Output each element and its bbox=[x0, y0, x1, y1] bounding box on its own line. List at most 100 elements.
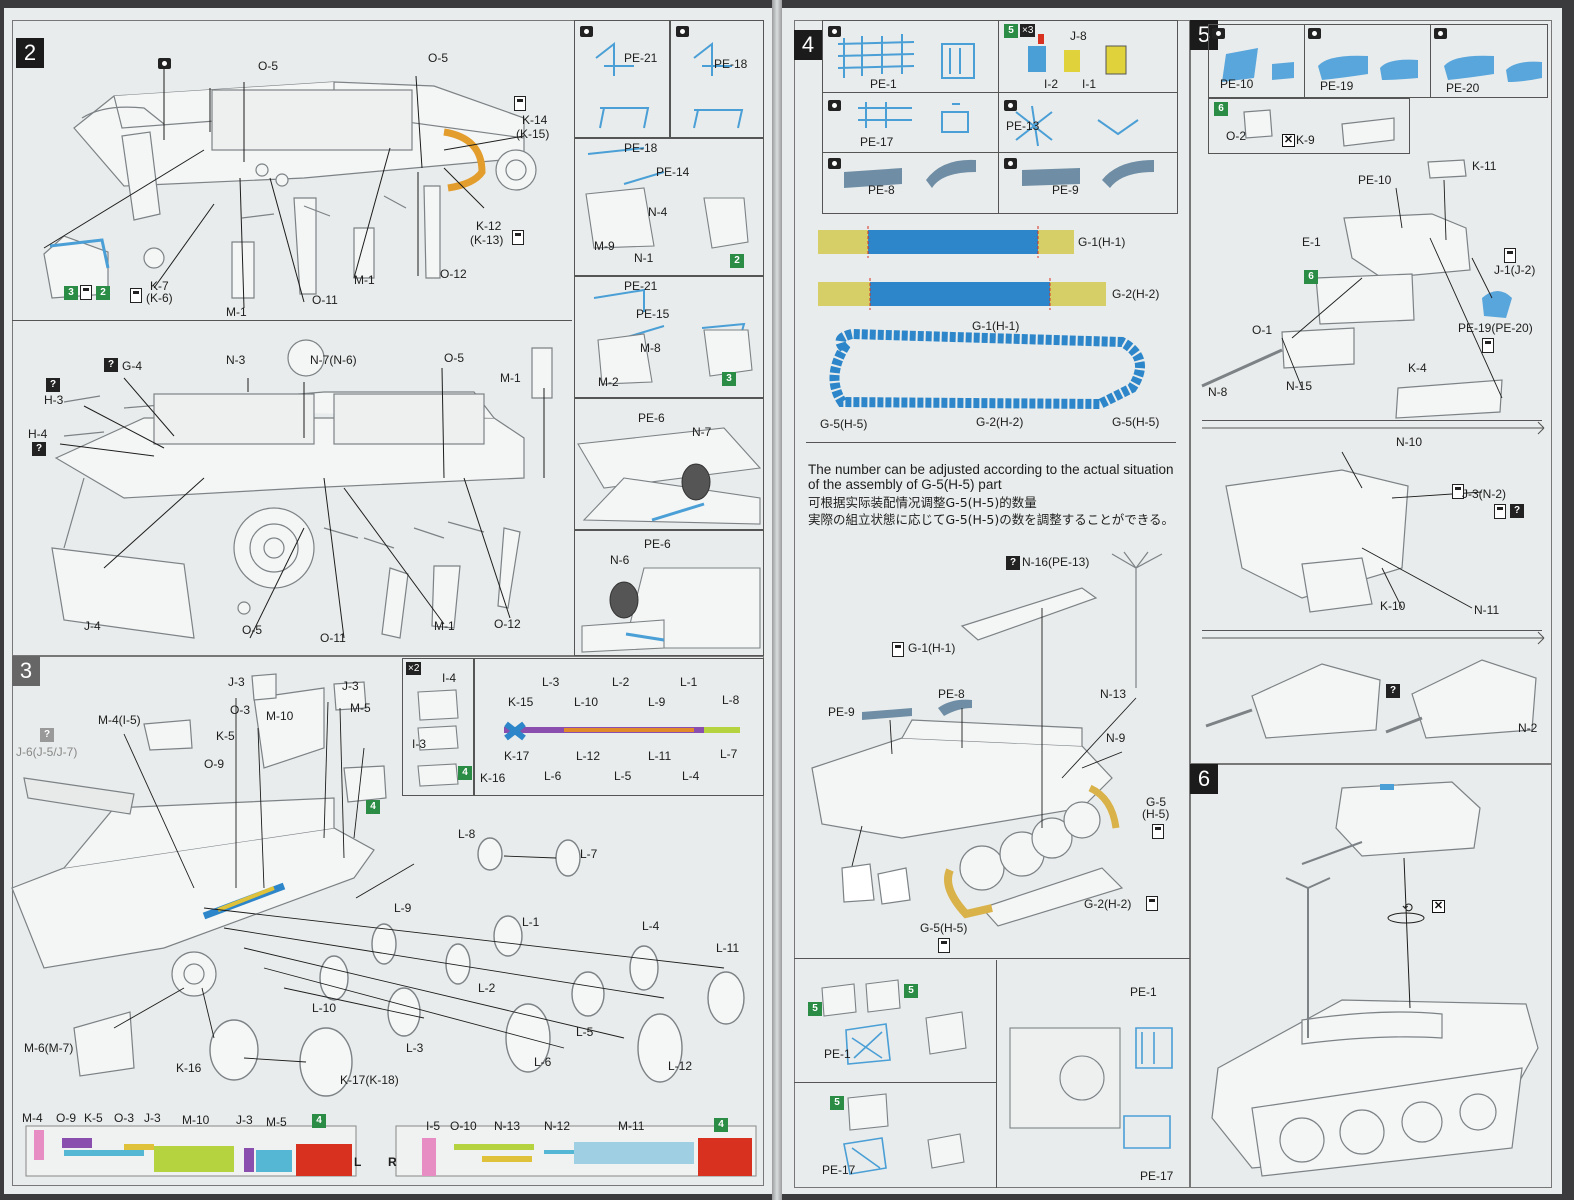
wheel-l8: L-8 bbox=[722, 693, 740, 707]
step-3-hull bbox=[11, 673, 387, 1077]
step5-sub-badge-6: 6 bbox=[1214, 102, 1228, 116]
sub-badge-5-a: 5 bbox=[808, 1002, 822, 1016]
bar-l-o9: O-9 bbox=[56, 1111, 77, 1125]
step5-pe10b: PE-10 bbox=[1358, 173, 1392, 187]
loop-g1: G-1(H-1) bbox=[972, 319, 1020, 333]
sprue-icon bbox=[130, 288, 142, 303]
step-3-number: 3 bbox=[12, 656, 40, 686]
pe-grid-mesh bbox=[844, 159, 1154, 188]
step-3-axle-lines bbox=[113, 698, 725, 1063]
step-6-lines bbox=[1285, 841, 1363, 1038]
step-2-badge-3: 3 bbox=[64, 286, 78, 300]
label-j4: J-4 bbox=[84, 619, 101, 633]
step-4-leaders bbox=[851, 608, 1137, 867]
step5-pe10: PE-10 bbox=[1220, 77, 1254, 91]
step-4-number: 4 bbox=[794, 30, 822, 60]
left-page: 2 3 bbox=[4, 8, 772, 1194]
label-l11: L-11 bbox=[716, 941, 740, 955]
label-g4: G-4 bbox=[122, 359, 143, 373]
sub-badge-2: 2 bbox=[730, 254, 744, 268]
inset-badge-4: 4 bbox=[458, 766, 472, 780]
camera-icon bbox=[1434, 28, 1447, 39]
i1-label: I-1 bbox=[1082, 77, 1097, 91]
step-2-sub-pe6-a bbox=[574, 398, 764, 530]
step-5-pe-row bbox=[1208, 24, 1548, 98]
step5-k4: K-4 bbox=[1408, 361, 1427, 375]
step4-h5: (H-5) bbox=[1142, 807, 1170, 821]
sub-badge-5-c: 5 bbox=[830, 1096, 844, 1110]
label-l4: L-4 bbox=[642, 919, 660, 933]
step5-k11: K-11 bbox=[1472, 159, 1497, 173]
label-k13: (K-13) bbox=[470, 233, 504, 247]
label-m4i5: M-4(I-5) bbox=[98, 713, 141, 727]
camera-icon bbox=[580, 26, 593, 37]
wheel-l6: L-6 bbox=[544, 769, 562, 783]
wheel-l9: L-9 bbox=[648, 695, 666, 709]
sprue-icon bbox=[892, 642, 904, 657]
camera-icon bbox=[158, 58, 171, 69]
page-gutter bbox=[772, 0, 782, 1200]
sprue-icon bbox=[1146, 896, 1158, 911]
bar-r-badge: 4 bbox=[714, 1118, 728, 1132]
step-2-lower-hull bbox=[51, 339, 553, 639]
pe-grid-vline bbox=[998, 20, 999, 214]
camera-icon bbox=[1004, 100, 1017, 111]
step-4-sub-hline bbox=[794, 1082, 996, 1083]
step-4-note-zh: 可根据实际装配情况调整G-5(H-5)的数量 bbox=[808, 495, 1037, 510]
sub-pe1-b: PE-1 bbox=[1130, 985, 1157, 999]
wheel-k15: K-15 bbox=[508, 695, 534, 709]
inset-label-i3: I-3 bbox=[412, 737, 427, 751]
step4-n13: N-13 bbox=[1100, 687, 1127, 701]
bar-l-m10: M-10 bbox=[182, 1113, 210, 1127]
sprue-icon bbox=[1504, 248, 1516, 263]
step-2-divider bbox=[12, 320, 572, 321]
step-2-upper-leaders bbox=[43, 68, 525, 309]
question-icon: ? bbox=[104, 358, 118, 372]
label-o5-c: O-5 bbox=[444, 351, 465, 365]
label-m8: M-8 bbox=[640, 341, 661, 355]
camera-icon bbox=[1212, 28, 1225, 39]
step-6-panel bbox=[1190, 764, 1552, 1188]
bar-l-m5: M-5 bbox=[266, 1115, 287, 1129]
label-k6: (K-6) bbox=[146, 291, 173, 305]
camera-icon bbox=[1308, 28, 1321, 39]
step-2-sub-pe15 bbox=[574, 276, 764, 398]
step5-n2: N-2 bbox=[1518, 721, 1538, 735]
track-g2: G-2(H-2) bbox=[1112, 287, 1160, 301]
label-l12: L-12 bbox=[668, 1059, 693, 1073]
label-m1-d: M-1 bbox=[434, 619, 455, 633]
question-icon: ? bbox=[1006, 556, 1020, 570]
wheel-l12: L-12 bbox=[576, 749, 601, 763]
step5-j3n2: J-3(N-2) bbox=[1462, 487, 1506, 501]
wheel-k17: K-17 bbox=[504, 749, 530, 763]
bar-l-k5: K-5 bbox=[84, 1111, 103, 1125]
label-o9: O-9 bbox=[204, 757, 225, 771]
wheel-l1: L-1 bbox=[680, 675, 698, 689]
label-pe6-a: PE-6 bbox=[638, 411, 665, 425]
track-loop-art bbox=[829, 328, 1145, 410]
inset-label-i4: I-4 bbox=[442, 671, 457, 685]
label-n7: N-7 bbox=[692, 425, 712, 439]
loop-g2: G-2(H-2) bbox=[976, 415, 1024, 429]
pe9-label: PE-9 bbox=[1052, 183, 1079, 197]
loop-g5-left: G-5(H-5) bbox=[820, 417, 868, 431]
step-5-hull bbox=[1225, 109, 1537, 739]
label-m1-b: M-1 bbox=[354, 273, 375, 287]
label-o11-a: O-11 bbox=[312, 293, 338, 307]
bar-r-i5: I-5 bbox=[426, 1119, 441, 1133]
step4-g5: G-5 bbox=[1146, 795, 1167, 809]
step-4-rule-2 bbox=[794, 958, 1190, 959]
label-k17k18: K-17(K-18) bbox=[340, 1073, 399, 1087]
label-n6: N-6 bbox=[610, 553, 630, 567]
step-4-pe-grid bbox=[822, 20, 1178, 214]
track-g1: G-1(H-1) bbox=[1078, 235, 1126, 249]
pe13-label: PE-13 bbox=[1006, 119, 1040, 133]
sprue-icon bbox=[80, 285, 92, 300]
step5-pe19: PE-19 bbox=[1320, 79, 1354, 93]
pe-grid-hline-1 bbox=[822, 92, 1178, 93]
pe-mult: ×3 bbox=[1020, 24, 1036, 37]
step5-o2: O-2 bbox=[1226, 129, 1247, 143]
label-l10: L-10 bbox=[312, 1001, 337, 1015]
step5-n11: N-11 bbox=[1474, 603, 1500, 617]
step-5-leaders bbox=[1281, 179, 1503, 609]
